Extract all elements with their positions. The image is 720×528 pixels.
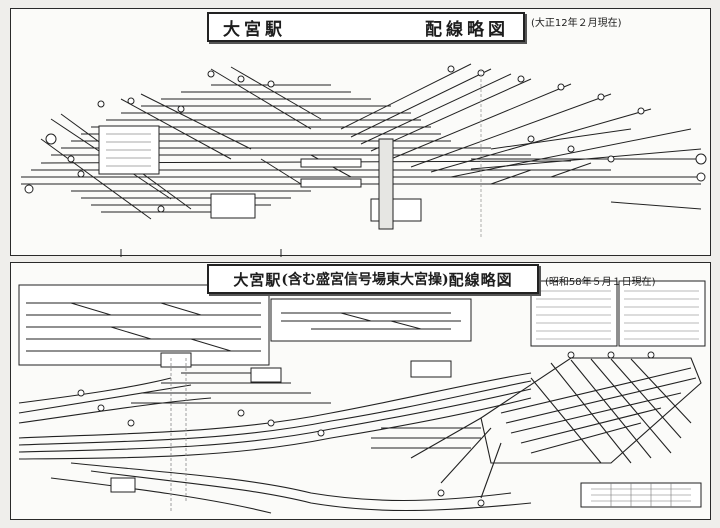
bottom-track-diagram: 大宮駅 (含む盛宮信号場東大宮操) 配線略図 (昭和58年５月１日現在) [10,262,711,520]
top-title-suffix: 配線略図 [425,19,509,40]
bottom-track-lines [18,280,706,514]
top-station-name: 大宮駅 [223,19,286,40]
top-track-diagram: 大宮駅 配線略図 (大正12年２月現在) [10,8,711,257]
top-date-note: (大正12年２月現在) [531,18,622,29]
bottom-title-suffix: 配線略図 [448,270,513,289]
bottom-title-paren: (含む盛宮信号場東大宮操) [281,272,449,288]
bottom-date-note: (昭和58年５月１日現在) [545,277,656,288]
bottom-diagram-title: 大宮駅 (含む盛宮信号場東大宮操) 配線略図 [207,264,539,294]
top-diagram-title: 大宮駅 配線略図 [207,12,525,42]
bottom-station-name: 大宮駅 [233,270,282,289]
top-track-lines [21,63,707,257]
